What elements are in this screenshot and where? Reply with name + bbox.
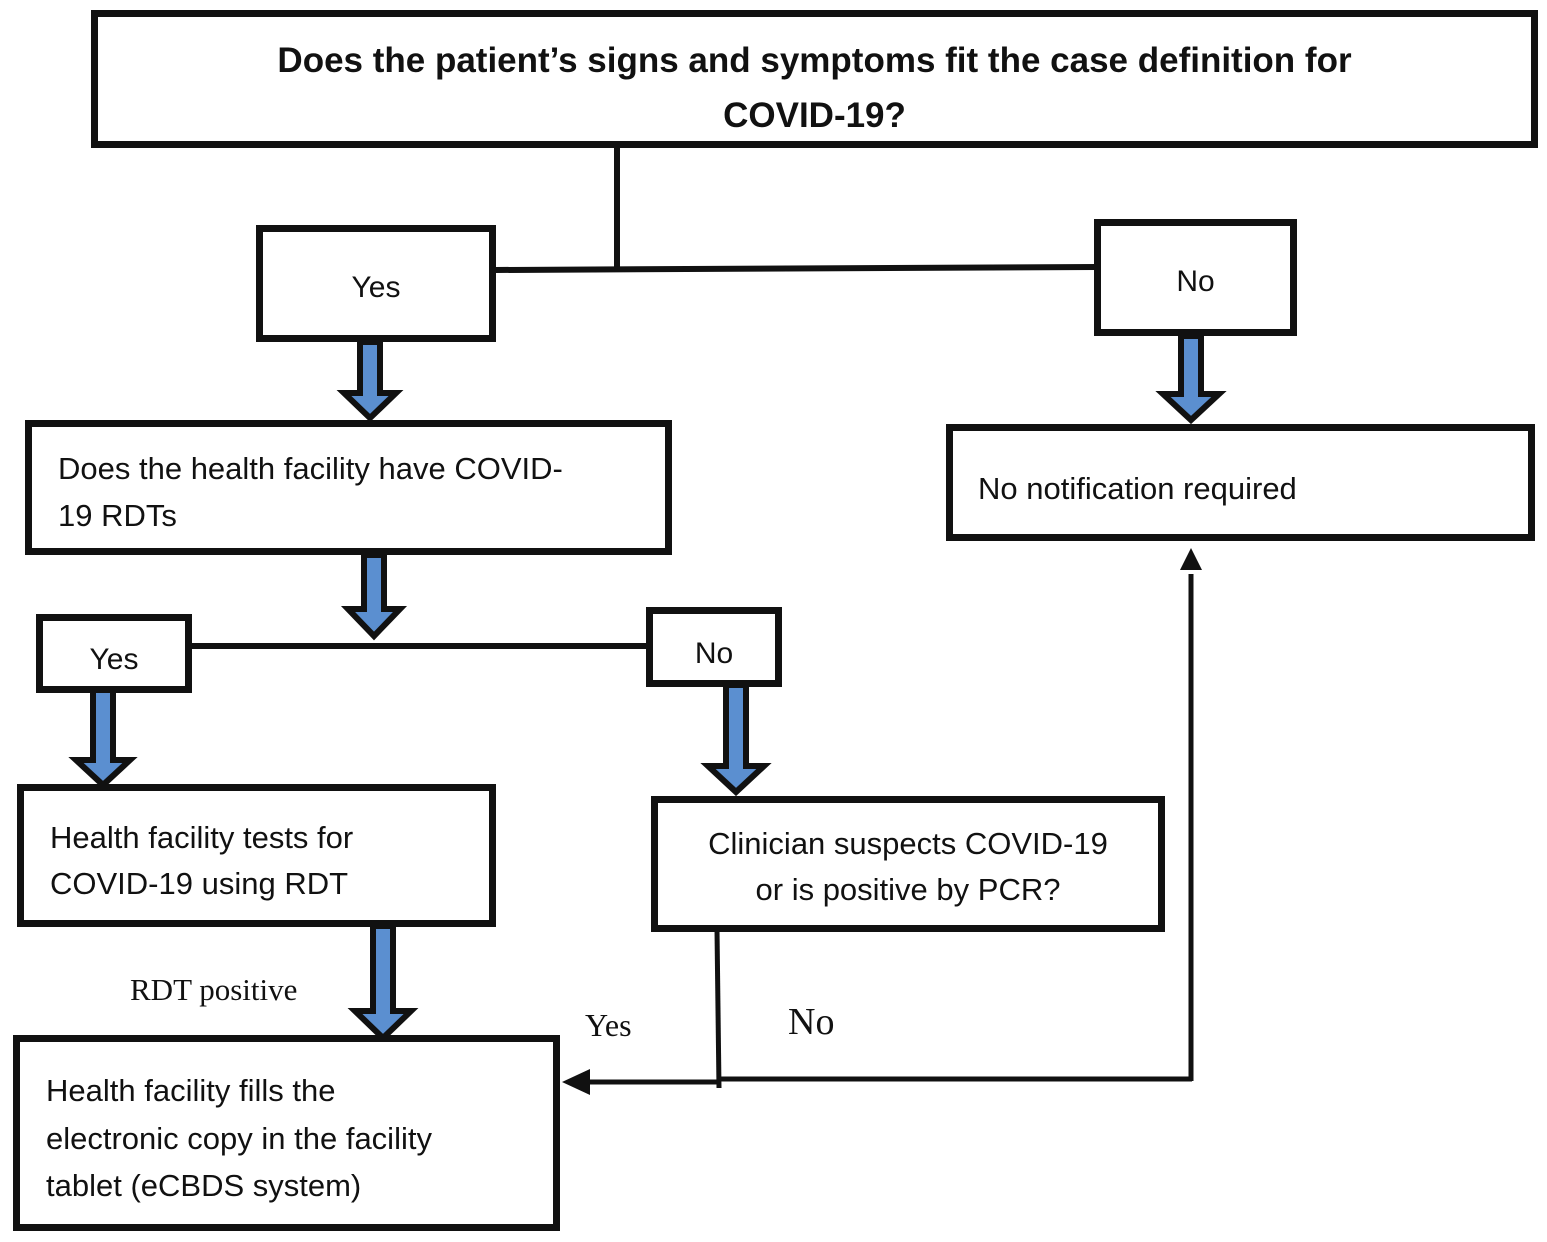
block-arrow-yes-to-rdt-question — [336, 339, 404, 423]
main-question-line1: Does the patient’s signs and symptoms fi… — [277, 41, 1352, 80]
block-arrow-no-to-clinician — [700, 682, 772, 797]
ecbds-fill-line2: electronic copy in the facility — [46, 1121, 432, 1156]
clinician-suspects-line1: Clinician suspects COVID-19 — [708, 826, 1108, 861]
block-arrow-test-to-fill — [347, 923, 419, 1043]
rdt-test-line1: Health facility tests for — [50, 820, 354, 855]
connector-clinician-down — [714, 929, 722, 1089]
block-arrow-yes-to-test — [68, 687, 138, 790]
rdt-yes-box: Yes — [36, 614, 192, 693]
branch-yes-box: Yes — [256, 225, 496, 342]
rdt-no-box: No — [646, 607, 782, 687]
main-question-box: Does the patient’s signs and symptoms fi… — [91, 10, 1538, 148]
clinician-no-label: No — [788, 1001, 835, 1043]
connector-yes-no-1 — [495, 264, 1098, 273]
ecbds-fill-box: Health facility fills the electronic cop… — [13, 1035, 560, 1231]
main-question-line2: COVID-19? — [723, 96, 906, 135]
no-notification-label: No notification required — [978, 471, 1297, 506]
branch-yes-label: Yes — [351, 271, 401, 304]
rdt-positive-label: RDT positive — [130, 972, 298, 1007]
clinician-suspects-line2: or is positive by PCR? — [755, 872, 1061, 907]
ecbds-fill-line1: Health facility fills the — [46, 1073, 336, 1108]
branch-no-label: No — [1176, 265, 1215, 298]
rdt-test-line2: COVID-19 using RDT — [50, 866, 349, 901]
rdt-test-box: Health facility tests for COVID-19 using… — [17, 784, 496, 927]
clinician-suspects-box: Clinician suspects COVID-19 or is positi… — [651, 796, 1165, 932]
rdt-availability-line1: Does the health facility have COVID- — [58, 451, 563, 486]
rdt-yes-label: Yes — [89, 643, 139, 676]
branch-no-box: No — [1094, 219, 1297, 336]
arrowhead-to-no-notification — [1180, 548, 1202, 570]
arrowhead-to-fill — [562, 1069, 590, 1095]
block-arrow-no-to-notification — [1155, 333, 1227, 425]
rdt-availability-box: Does the health facility have COVID- 19 … — [25, 420, 672, 555]
ecbds-fill-line3: tablet (eCBDS system) — [46, 1168, 362, 1203]
rdt-availability-line2: 19 RDTs — [58, 498, 177, 533]
no-notification-box: No notification required — [946, 424, 1535, 541]
clinician-yes-label: Yes — [585, 1007, 632, 1043]
rdt-no-label: No — [694, 637, 734, 670]
block-arrow-rdt-question-down — [340, 552, 408, 641]
